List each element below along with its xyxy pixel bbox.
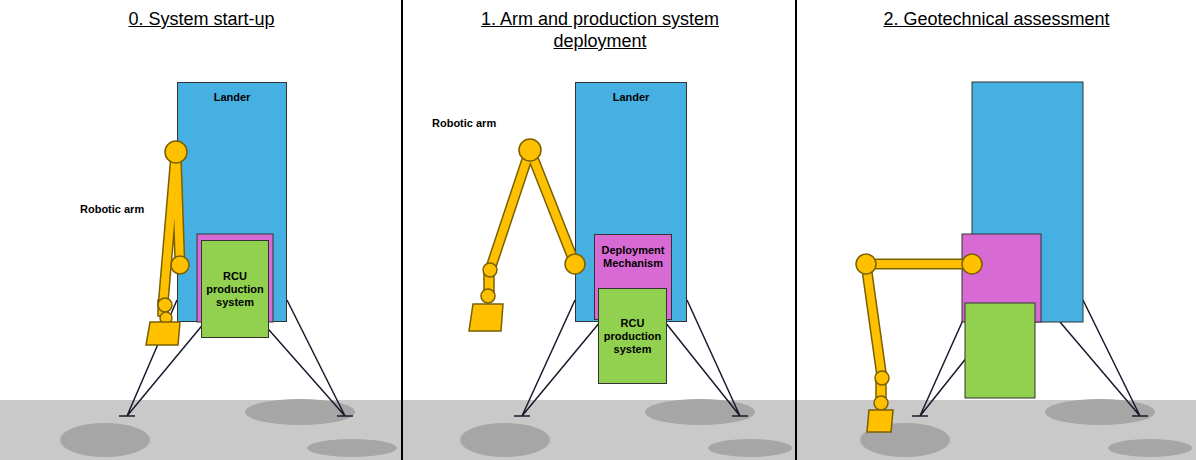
arm-joints [146,139,982,432]
arm-link [490,150,575,270]
step-title: 1. Arm and production system deployment [465,8,735,52]
box-label: RCU production system [599,317,666,356]
arm-outline [866,264,972,378]
arm-outline [490,150,575,270]
deployment-mechanism [197,234,273,322]
part-label: Robotic arm [80,203,144,216]
arm-outline [163,152,180,305]
rcu-production-system [965,303,1035,398]
step-title: 2. Geotechnical assessment [807,8,1187,30]
step-panel: 1. Arm and production system deploymentL… [403,0,797,460]
box-label: Lander [211,91,254,104]
bucket [469,304,503,331]
box-label: Lander [610,91,653,104]
part-label: Robotic arm [432,117,496,130]
craters [60,399,1192,457]
step-title: 0. System start-up [12,8,392,30]
box-label: Deployment Mechanism [595,244,671,270]
lunar-ground [0,400,1196,460]
rcu-production-system: RCU production system [201,240,269,338]
bucket [867,410,893,432]
step-panel: 0. System start-upLanderRCU production s… [0,0,403,460]
arm-link [866,264,972,378]
bucket [146,322,180,345]
arm-link [163,152,180,305]
rcu-production-system: RCU production system [598,288,667,384]
box-label: RCU production system [202,270,268,309]
